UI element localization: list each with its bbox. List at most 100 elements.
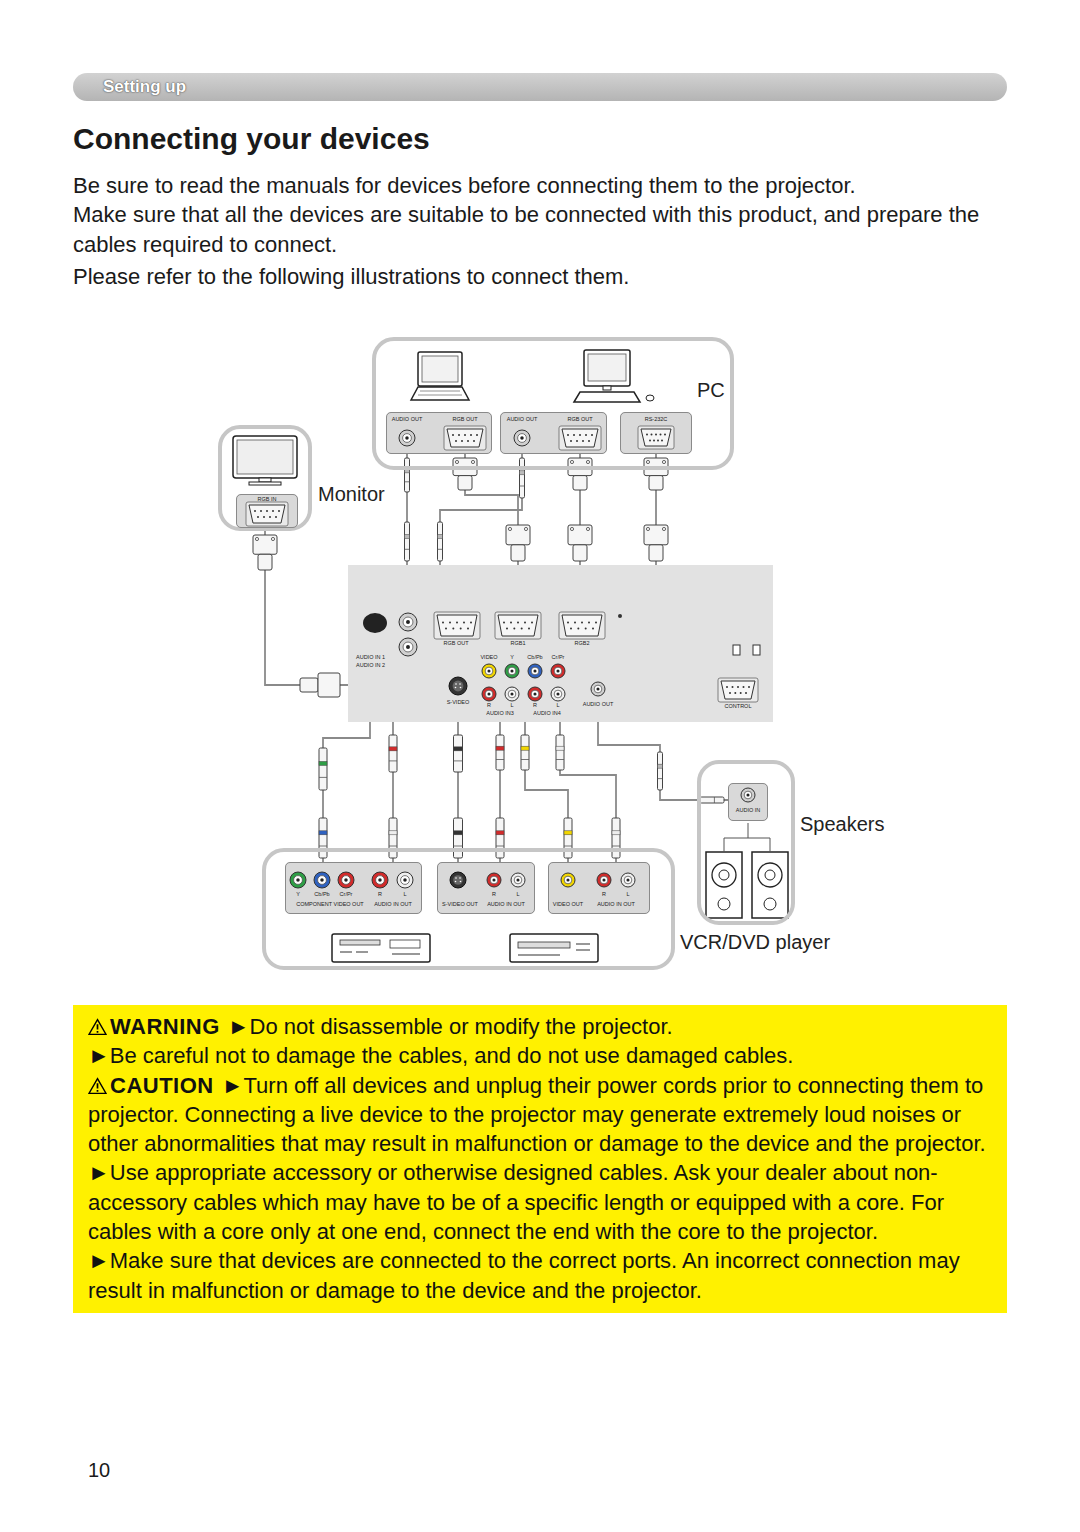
d-sub-pin bbox=[664, 434, 666, 436]
paragraph: Please refer to the following illustrati… bbox=[73, 262, 1008, 291]
jack bbox=[561, 873, 575, 887]
mouse bbox=[646, 395, 654, 401]
jack-ring bbox=[401, 876, 410, 885]
d-sub-pin bbox=[464, 434, 466, 436]
jack-ring bbox=[564, 876, 572, 884]
jack bbox=[399, 430, 415, 446]
laptop-keys bbox=[418, 391, 462, 395]
d-sub-pin bbox=[470, 434, 472, 436]
d-sub-pin bbox=[567, 434, 569, 436]
small-port bbox=[733, 645, 740, 655]
cable-plug bbox=[454, 735, 463, 772]
d-sub-frame bbox=[434, 612, 480, 639]
d-sub-pin bbox=[585, 628, 587, 630]
jack bbox=[482, 664, 496, 678]
jack bbox=[528, 664, 542, 678]
port-label: RS-232C bbox=[645, 417, 668, 423]
port-label: R bbox=[492, 892, 496, 898]
d-sub-pin bbox=[646, 434, 648, 436]
jack-ring bbox=[485, 667, 493, 675]
d-sub-plug bbox=[506, 525, 530, 545]
jack-ring bbox=[318, 876, 327, 885]
jack-pin bbox=[602, 878, 605, 881]
d-sub-pin bbox=[651, 434, 653, 436]
plug-screw bbox=[570, 460, 573, 463]
cable-plug bbox=[564, 818, 572, 858]
warning-item: ►Be careful not to damage the cables, an… bbox=[88, 1043, 793, 1068]
port-label: AUDIO IN OUT bbox=[597, 902, 635, 908]
speaker-center bbox=[719, 870, 729, 880]
port-label: RGB OUT bbox=[443, 641, 468, 647]
d-sub-port bbox=[641, 429, 671, 446]
plug-ridge bbox=[520, 486, 525, 487]
jack-ring bbox=[342, 876, 351, 885]
d-sub-frame bbox=[718, 678, 758, 702]
jack bbox=[528, 687, 542, 701]
warning-item: ►Do not disassemble or modify the projec… bbox=[228, 1014, 673, 1039]
d-sub-frame bbox=[246, 502, 288, 526]
warning-heading: WARNING bbox=[88, 1014, 220, 1039]
s-video-pin bbox=[455, 687, 457, 689]
d-sub-pin bbox=[524, 622, 526, 624]
warning-item: ►Turn off all devices and unplug their p… bbox=[88, 1073, 986, 1157]
port-label: Cb/Pb bbox=[314, 892, 329, 898]
jack-pin bbox=[487, 692, 490, 695]
warning-heading: CAUTION bbox=[88, 1073, 214, 1098]
s-video-pin bbox=[455, 683, 457, 685]
d-sub-pin bbox=[455, 440, 457, 442]
desktop-monitor bbox=[584, 350, 630, 386]
jack bbox=[399, 613, 417, 631]
port-panel: AUDIO OUTRGB OUT bbox=[386, 412, 492, 454]
d-sub-pin bbox=[452, 434, 454, 436]
d-sub-pin bbox=[567, 622, 569, 624]
d-sub-pin bbox=[467, 628, 469, 630]
plug-screw bbox=[570, 527, 573, 530]
cable-plug bbox=[454, 818, 463, 858]
d-sub-pin bbox=[528, 628, 530, 630]
d-sub-port bbox=[562, 615, 602, 636]
jack bbox=[372, 872, 388, 888]
d-sub-plug bbox=[568, 525, 592, 545]
plug-band bbox=[520, 471, 525, 475]
device-group: MonitorRGB IN bbox=[218, 425, 312, 531]
plug-band bbox=[658, 764, 663, 768]
panel-fill bbox=[236, 494, 298, 528]
dvd-tray bbox=[518, 942, 570, 948]
d-sub-frame bbox=[638, 426, 674, 449]
jack bbox=[514, 430, 530, 446]
jack-pin bbox=[296, 878, 300, 882]
jack-pin bbox=[626, 878, 629, 881]
plug-ridge bbox=[496, 846, 504, 847]
laptop-display bbox=[422, 356, 458, 382]
small-port bbox=[753, 645, 760, 655]
plug-ridge bbox=[319, 777, 327, 778]
d-sub-port bbox=[562, 429, 598, 447]
d-sub-plug-body bbox=[458, 476, 472, 490]
desktop-display bbox=[588, 354, 626, 381]
d-sub-port bbox=[498, 615, 538, 636]
d-sub-pin bbox=[278, 510, 280, 512]
plug-screw bbox=[455, 460, 458, 463]
d-sub-pin bbox=[463, 622, 465, 624]
jack-pin bbox=[746, 793, 749, 796]
d-sub-port bbox=[721, 681, 755, 699]
s-video-pin bbox=[460, 687, 462, 689]
port-label: AUDIO IN3 bbox=[486, 711, 514, 717]
device-label: Speakers bbox=[800, 814, 885, 834]
plug-screw bbox=[646, 460, 649, 463]
d-sub-plug-body bbox=[300, 678, 318, 692]
cable-plug bbox=[520, 458, 525, 498]
jack-pin bbox=[406, 620, 410, 624]
jack-pin bbox=[320, 878, 324, 882]
d-sub-pin bbox=[260, 510, 262, 512]
jack bbox=[338, 872, 354, 888]
d-sub-pin bbox=[510, 622, 512, 624]
vcr-buttons bbox=[340, 952, 420, 954]
jack-pin bbox=[510, 669, 513, 672]
d-sub-pin bbox=[734, 692, 736, 694]
d-sub-pin bbox=[737, 686, 739, 688]
speaker-tweeter bbox=[764, 898, 776, 910]
monitor-screen bbox=[237, 440, 293, 474]
cable-plug bbox=[405, 458, 410, 492]
cable-plug bbox=[658, 752, 663, 790]
